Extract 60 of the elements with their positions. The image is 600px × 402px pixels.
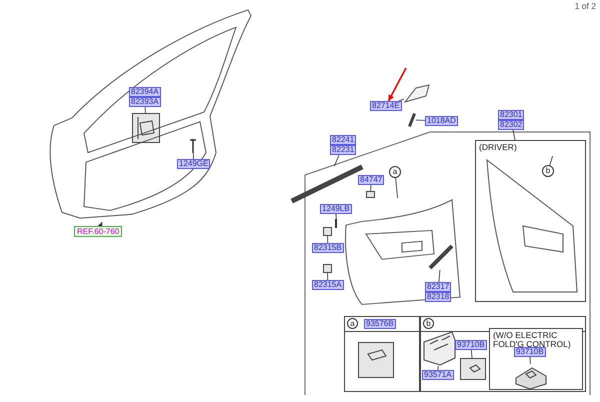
part-number: 82315A bbox=[312, 280, 344, 290]
power-window-switch-drawing bbox=[422, 330, 456, 366]
part-number: 93571A bbox=[422, 370, 454, 380]
leader-line bbox=[327, 236, 328, 244]
clip-icon bbox=[323, 264, 332, 273]
window-switch-drawing bbox=[358, 342, 394, 378]
reference-label: REF.60-760 bbox=[74, 226, 122, 237]
reference-circle: a bbox=[347, 318, 358, 329]
reference-circle: b bbox=[423, 318, 434, 329]
screw-icon bbox=[189, 139, 197, 153]
part-number: 82317 bbox=[425, 282, 452, 292]
leader-line bbox=[395, 178, 398, 198]
leader-line bbox=[144, 106, 146, 114]
part-number: 82318 bbox=[425, 292, 452, 302]
part-number: 82301 bbox=[498, 110, 524, 120]
clip-icon bbox=[323, 227, 332, 236]
part-number: 84747 bbox=[358, 175, 384, 185]
variant-box bbox=[489, 328, 583, 390]
part-number: 1249LB bbox=[320, 204, 352, 214]
leader-line bbox=[438, 270, 440, 282]
part-number: 93576B bbox=[364, 319, 396, 329]
leader-line bbox=[512, 130, 516, 140]
part-number: 93710B bbox=[455, 340, 487, 350]
clip-icon bbox=[408, 113, 416, 127]
leader-line bbox=[416, 120, 426, 121]
screw-icon bbox=[333, 219, 340, 228]
part-number: 82394A bbox=[129, 87, 161, 97]
part-number: 82714E bbox=[370, 101, 402, 111]
variant-note: (W/O ELECTRIC FOLD'G CONTROL) bbox=[493, 331, 572, 349]
part-number: 82315B bbox=[312, 243, 344, 253]
reference-circle: a bbox=[389, 166, 401, 178]
variant-note: (DRIVER) bbox=[479, 143, 517, 152]
leader-line bbox=[398, 98, 404, 102]
leader-line bbox=[370, 184, 372, 192]
regulator-drawing bbox=[132, 113, 160, 143]
leader-line bbox=[334, 154, 340, 166]
mirror-switch-drawing bbox=[460, 358, 486, 380]
part-number: 82241 bbox=[330, 135, 356, 145]
leader-line bbox=[336, 214, 337, 220]
driver-panel-box bbox=[475, 140, 586, 302]
part-number: 1018AD bbox=[425, 116, 458, 126]
part-number: 93710B bbox=[514, 347, 546, 357]
fastener-icon bbox=[366, 191, 375, 198]
reference-circle: b bbox=[542, 165, 554, 177]
table-cell bbox=[344, 316, 420, 392]
cover-drawing bbox=[404, 84, 430, 104]
pointer-arrow bbox=[388, 68, 407, 102]
part-number: 82302 bbox=[498, 120, 524, 130]
leader-line bbox=[327, 272, 328, 280]
page-number: 1 of 2 bbox=[574, 2, 596, 11]
table-cell bbox=[420, 316, 586, 392]
leader-line bbox=[470, 350, 472, 358]
leader-line bbox=[192, 152, 194, 160]
weatherstrip-drawing bbox=[292, 166, 362, 202]
pointer-arrow bbox=[96, 222, 103, 229]
leader-line bbox=[438, 366, 439, 370]
part-number: 82393A bbox=[129, 97, 161, 107]
leader-line bbox=[530, 356, 531, 364]
part-number: 82231 bbox=[330, 145, 356, 155]
part-number: 1249GE bbox=[177, 159, 210, 169]
